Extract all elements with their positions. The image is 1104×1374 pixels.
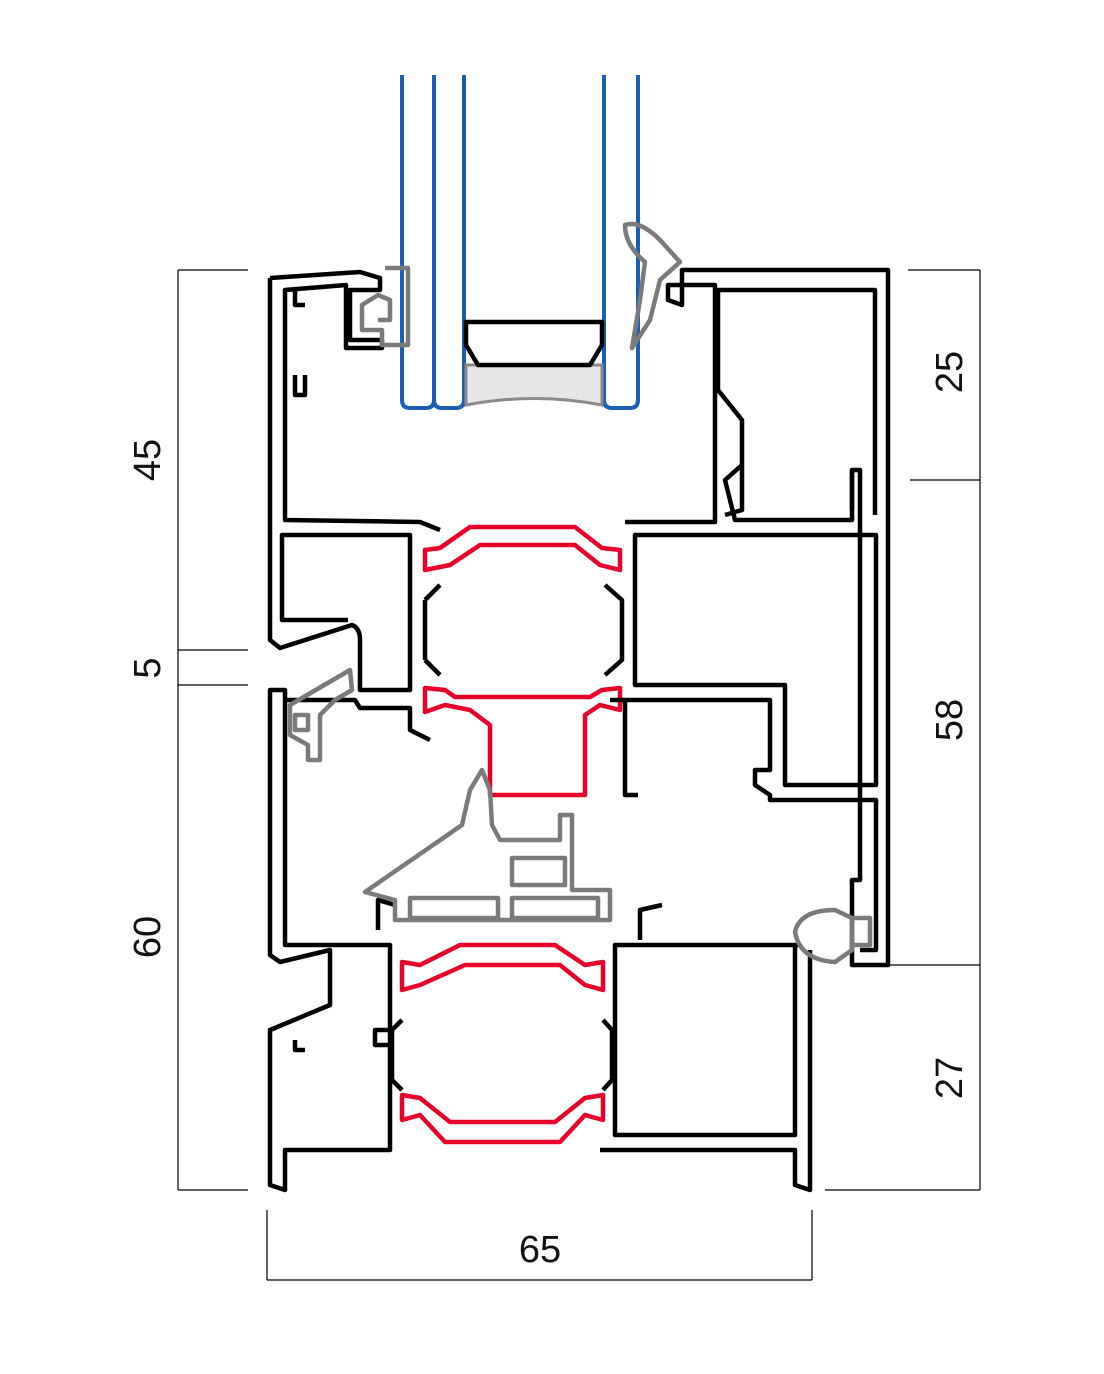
gaskets <box>287 221 873 965</box>
dim-label-right-top: 25 <box>929 351 971 393</box>
outer-glazing-gasket <box>359 265 411 348</box>
sash-thermal-chamber <box>422 583 625 677</box>
glazing <box>400 75 640 410</box>
right-dimension-lines <box>825 269 981 1191</box>
dim-label-right-middle: 58 <box>929 699 971 741</box>
inner-glazing-gasket <box>622 221 683 351</box>
left-dimension-lines <box>177 269 248 1191</box>
dim-label-bottom-width: 65 <box>519 1229 561 1271</box>
thermal-break-lower <box>389 942 615 1145</box>
outer-frame-gasket <box>287 667 355 763</box>
thermal-break-upper <box>422 524 623 798</box>
dim-label-left-middle: 5 <box>127 657 169 678</box>
spacer-bar <box>463 319 605 368</box>
inner-frame-gasket <box>792 907 873 965</box>
dim-label-left-bottom: 60 <box>127 916 169 958</box>
spacer-desiccant <box>464 363 604 407</box>
dim-label-left-top: 45 <box>127 439 169 481</box>
bottom-dimension-lines <box>266 1210 813 1281</box>
center-gasket <box>362 767 613 923</box>
dim-label-right-bottom: 27 <box>929 1057 971 1099</box>
frame-profile <box>267 687 879 1193</box>
